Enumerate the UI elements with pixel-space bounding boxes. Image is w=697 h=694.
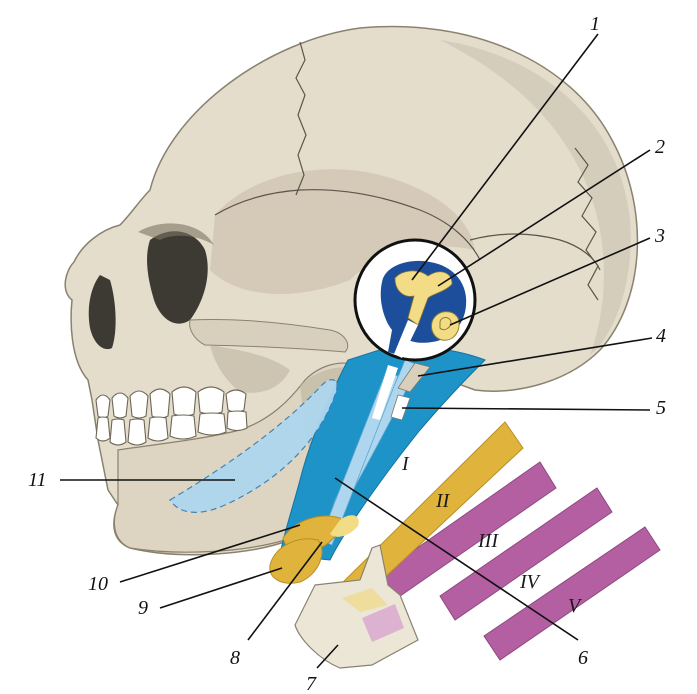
lower-tooth — [128, 419, 146, 445]
lower-tooth — [110, 419, 126, 445]
upper-tooth — [172, 387, 196, 416]
upper-tooth — [130, 391, 148, 418]
stapes — [431, 312, 459, 341]
label-6: 6 — [578, 647, 588, 669]
arch-label-III: III — [477, 530, 499, 552]
label-11: 11 — [28, 469, 47, 491]
lower-tooth — [227, 411, 247, 431]
label-8: 8 — [230, 647, 240, 669]
label-1: 1 — [590, 13, 600, 35]
arch-label-II: II — [435, 490, 451, 512]
arch-V — [484, 527, 660, 660]
label-10: 10 — [88, 573, 108, 595]
label-5: 5 — [656, 397, 666, 419]
lower-tooth — [170, 415, 196, 439]
upper-tooth — [198, 387, 224, 414]
label-3: 3 — [654, 225, 665, 247]
upper-tooth — [226, 390, 246, 412]
middle-ear-inset — [355, 240, 475, 360]
arch-label-IV: IV — [519, 571, 542, 593]
lower-tooth — [198, 413, 226, 435]
label-4: 4 — [656, 325, 666, 347]
upper-tooth — [96, 395, 110, 418]
lower-tooth — [148, 417, 168, 441]
leader-9 — [160, 568, 282, 608]
upper-tooth — [150, 389, 170, 418]
upper-tooth — [112, 393, 128, 418]
lower-tooth — [96, 417, 110, 441]
label-7: 7 — [306, 673, 317, 694]
label-2: 2 — [655, 136, 665, 158]
arch-label-I: I — [401, 453, 410, 475]
label-9: 9 — [138, 597, 148, 619]
leader-5 — [402, 408, 650, 410]
